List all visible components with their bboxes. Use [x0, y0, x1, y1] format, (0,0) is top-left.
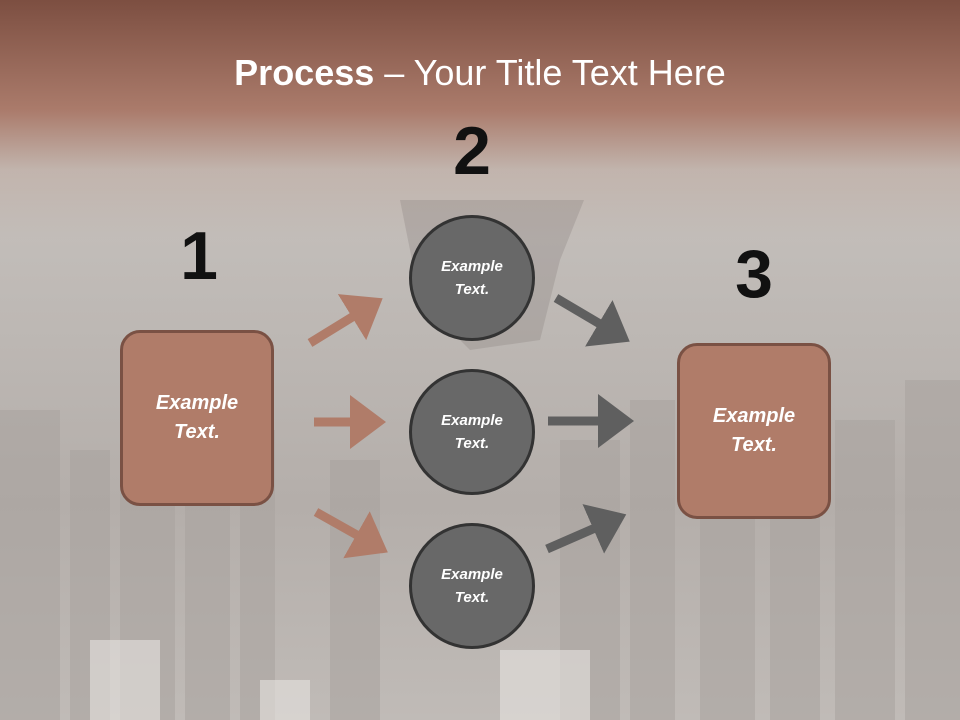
step-number-1: 1 [180, 218, 218, 294]
arrow-circle-top-to-box3 [553, 294, 630, 347]
step-number-2: 2 [453, 113, 491, 189]
process-circle-middle: Example Text. [409, 369, 535, 495]
process-box-1-text: Example Text. [155, 392, 239, 443]
process-circle-bottom: Example Text. [409, 523, 535, 649]
arrow-circle-bottom-to-box3 [545, 504, 627, 554]
step-number-3: 3 [735, 236, 773, 312]
slide-title: Process – Your Title Text Here [0, 52, 960, 94]
process-box-3-text: Example Text. [712, 405, 796, 456]
process-box-1: Example Text. [120, 330, 274, 506]
arrow-box1-to-circle-top [307, 294, 383, 347]
process-circle-bottom-text: Example Text. [441, 566, 503, 606]
process-box-3: Example Text. [677, 343, 831, 519]
title-bold: Process [234, 52, 375, 93]
process-circle-middle-text: Example Text. [441, 412, 503, 452]
arrow-box1-to-circle-bottom [313, 508, 388, 559]
process-circle-top: Example Text. [409, 215, 535, 341]
title-rest: – Your Title Text Here [374, 52, 726, 93]
process-circle-top-text: Example Text. [441, 258, 503, 298]
